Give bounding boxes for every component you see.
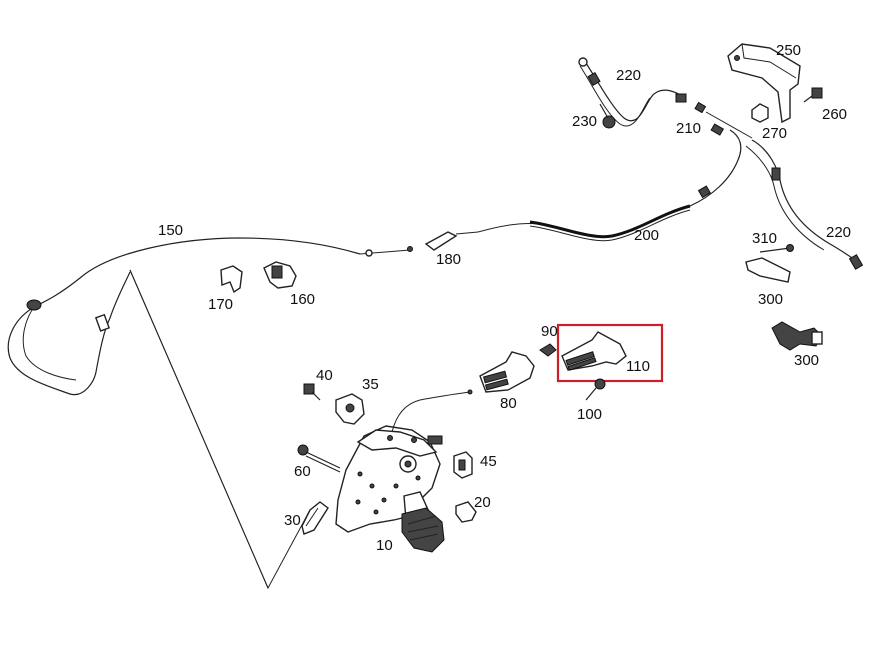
label-45: 45	[480, 453, 497, 470]
label-260: 260	[822, 106, 847, 123]
label-220-right: 220	[826, 224, 851, 241]
part-310-pin	[759, 247, 791, 253]
label-150: 150	[158, 222, 183, 239]
part-10-pivot-inner	[404, 460, 412, 468]
cable-150-nipple	[365, 249, 373, 257]
part-10-cable-mount	[427, 435, 443, 445]
cable-220-right-inner	[745, 145, 825, 251]
cable-150-end-ball	[407, 246, 413, 252]
part-230-bolt	[599, 103, 609, 119]
label-110: 110	[626, 358, 650, 375]
leader-line-150	[129, 269, 269, 589]
part-90-fitting	[539, 343, 557, 357]
cable-150	[7, 237, 361, 396]
part-170-clip	[220, 265, 243, 294]
label-270: 270	[762, 125, 787, 142]
cable-200-sheath-inner	[529, 209, 691, 242]
part-10-cable	[391, 391, 471, 433]
part-230-nut	[602, 115, 616, 129]
label-160: 160	[290, 291, 315, 308]
part-30-lever	[301, 501, 329, 535]
part-30-ridges	[305, 507, 319, 527]
cable-200-fitting	[697, 185, 712, 199]
part-110-slot	[565, 351, 595, 366]
part-80-bracket	[479, 351, 535, 393]
part-60-bolt-head	[297, 444, 309, 456]
label-210: 210	[676, 120, 701, 137]
part-100-screw-shank	[585, 387, 597, 401]
label-90: 90	[541, 323, 558, 340]
cable-220-right-fitting	[771, 167, 781, 181]
label-20: 20	[474, 494, 491, 511]
part-40-bolt-shank	[311, 391, 321, 401]
label-180: 180	[436, 251, 461, 268]
cable-220-upper-inner	[579, 65, 651, 127]
part-260-bolt-shank	[803, 95, 813, 103]
part-60-bolt-shank	[305, 451, 341, 469]
part-60-bolt-shank2	[305, 455, 341, 473]
part-10-upper-plate	[356, 429, 438, 457]
label-80: 80	[500, 395, 517, 412]
part-100-screw-head	[594, 378, 606, 390]
part-310-head	[786, 244, 794, 252]
part-250-flange	[741, 43, 797, 79]
part-160-inner	[271, 265, 283, 279]
cable-150-inner	[22, 303, 77, 381]
part-300-grip-cap	[811, 331, 823, 345]
part-80-slot-b	[484, 378, 509, 391]
part-110-highlight-box	[556, 323, 664, 383]
label-310: 310	[752, 230, 777, 247]
cable-150-clip	[26, 299, 42, 311]
cable-220-right-end	[848, 254, 864, 270]
part-110-slot-b	[567, 357, 597, 371]
label-170: 170	[208, 296, 233, 313]
cable-200-upper	[689, 129, 742, 207]
cable-220-eyelet	[578, 57, 588, 67]
label-220-upper: 220	[616, 67, 641, 84]
part-40-bolt-head	[303, 383, 315, 395]
part-10-cable-end	[467, 389, 473, 395]
cable-220-right	[751, 139, 859, 263]
part-210-adjuster-b	[694, 101, 707, 114]
part-250-bracket	[727, 43, 801, 124]
cable-200-lead	[477, 223, 541, 233]
label-230: 230	[572, 113, 597, 130]
label-100: 100	[577, 406, 602, 423]
part-210-adjuster-a	[675, 93, 687, 103]
part-80-slot-a	[482, 370, 508, 384]
label-300-lower: 300	[794, 352, 819, 369]
part-10-pedal-pad	[401, 507, 445, 553]
cable-220-fitting	[587, 71, 601, 87]
part-300-plate-upper	[745, 257, 791, 283]
part-270-nut	[751, 103, 769, 123]
label-200: 200	[634, 227, 659, 244]
part-210-adjuster-c	[710, 123, 725, 136]
cable-200-sheath	[529, 204, 691, 239]
part-250-hole	[734, 55, 740, 61]
label-250: 250	[776, 42, 801, 59]
label-40: 40	[316, 367, 333, 384]
label-30: 30	[284, 512, 301, 529]
label-35: 35	[362, 376, 379, 393]
cable-150-sleeve	[94, 313, 110, 332]
label-10: 10	[376, 537, 393, 554]
part-10-pedal-pad-ridge	[407, 515, 439, 541]
part-10-holes	[355, 435, 421, 515]
part-210-rod	[705, 111, 753, 139]
part-20-pad	[455, 501, 477, 523]
label-300-upper: 300	[758, 291, 783, 308]
part-260-bolt-head	[811, 87, 823, 99]
part-180-rod	[455, 231, 479, 235]
part-45-slot	[458, 459, 466, 471]
label-60: 60	[294, 463, 311, 480]
part-35-hole	[345, 403, 355, 413]
leader-triangle	[129, 269, 311, 590]
part-180-connector	[424, 231, 458, 251]
